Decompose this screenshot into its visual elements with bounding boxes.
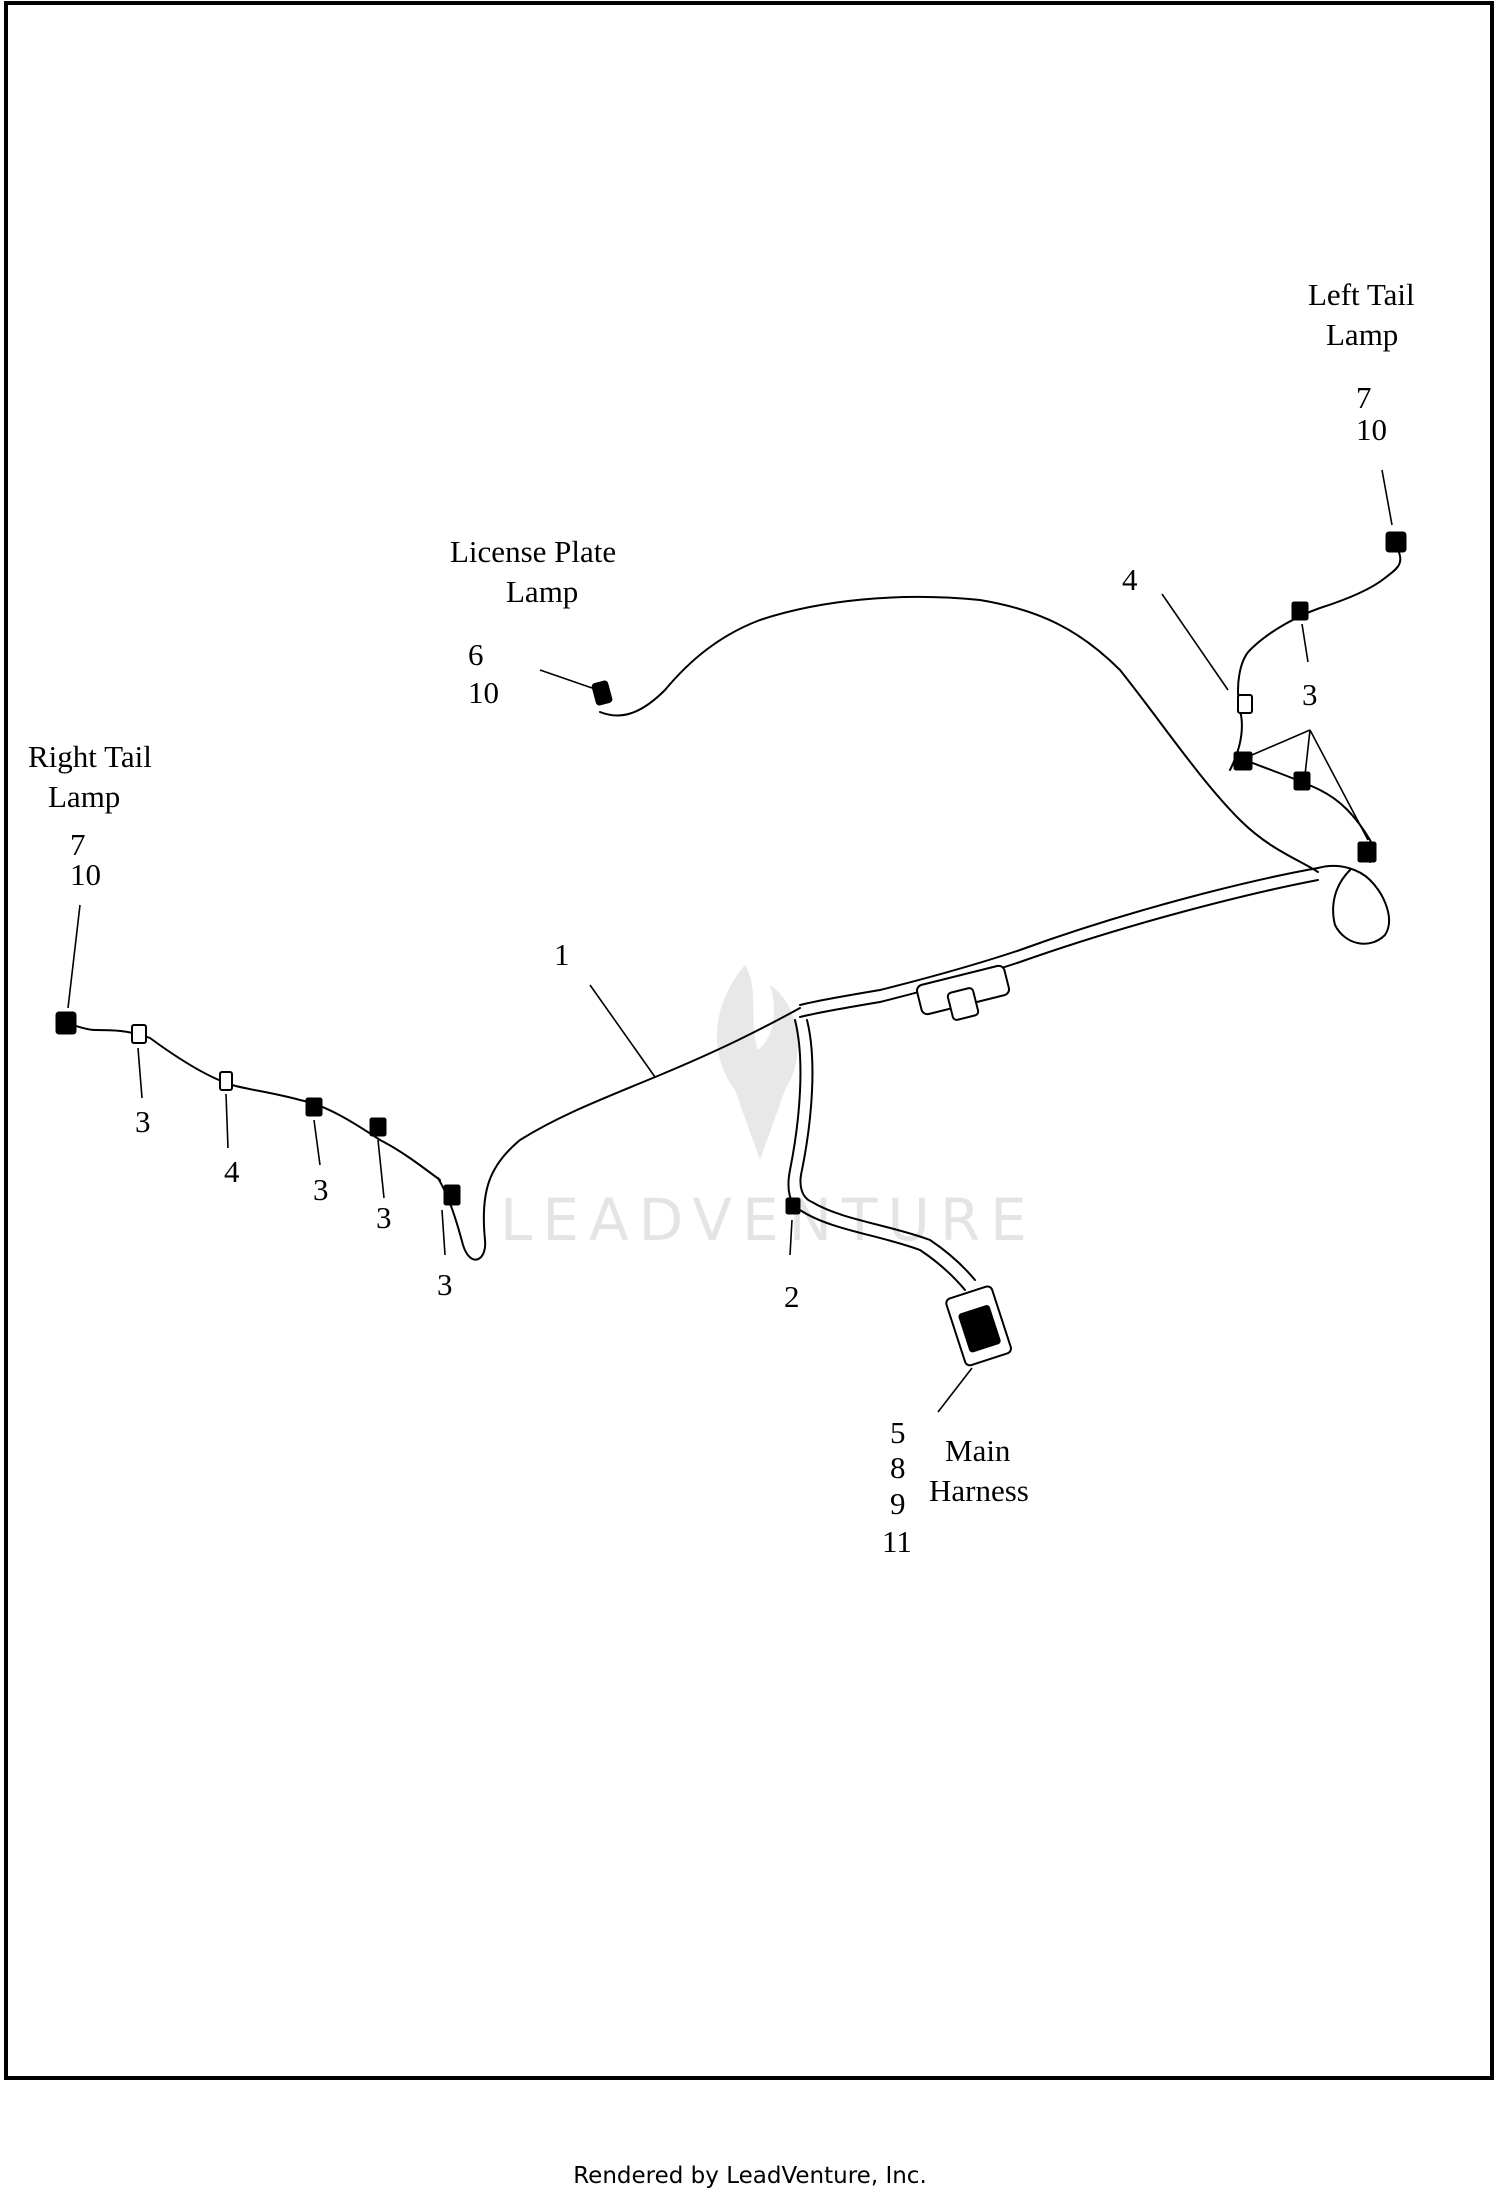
clip-3-icon <box>1293 771 1311 791</box>
callout-3-left-a: 3 <box>135 1104 151 1139</box>
callout-3-right: 3 <box>1302 677 1318 712</box>
license-plate-lamp-connector <box>591 680 613 706</box>
right-tail-part-7: 7 <box>70 827 86 862</box>
right-tail-lamp-label-line2: Lamp <box>48 779 120 814</box>
junction-clip <box>946 987 980 1021</box>
left-tail-lamp-connector <box>1385 531 1407 553</box>
right-tail-lamp-connector <box>55 1011 77 1035</box>
left-tail-lamp-label-line1: Left Tail <box>1308 277 1415 312</box>
main-harness-part-8: 8 <box>890 1450 906 1485</box>
harness-components <box>55 531 1407 1367</box>
right-tail-lamp-label: Right Tail Lamp 7 10 <box>28 739 152 892</box>
watermark-text: LEADVENTURE <box>500 1186 1037 1254</box>
cable-tie-4-icon <box>1237 694 1253 714</box>
license-plate-lamp-label-line1: License Plate <box>450 534 616 569</box>
clip-3-icon <box>131 1024 147 1044</box>
callout-3-left-d: 3 <box>437 1267 453 1302</box>
cable-tie-4-icon <box>219 1071 233 1091</box>
clip-3-icon <box>1291 601 1309 621</box>
callout-2: 2 <box>784 1279 800 1314</box>
left-tail-lamp-label-line2: Lamp <box>1326 317 1398 352</box>
clip-3-icon <box>1357 841 1377 863</box>
clip-3-icon <box>305 1097 323 1117</box>
clip-3-icon <box>1233 751 1253 771</box>
license-plate-lamp-label-line2: Lamp <box>506 574 578 609</box>
main-harness-part-9: 9 <box>890 1486 906 1521</box>
left-tail-part-7: 7 <box>1356 380 1372 415</box>
license-plate-lamp-label: License Plate Lamp 6 10 <box>450 534 616 710</box>
main-harness-part-5: 5 <box>890 1415 906 1450</box>
main-harness-connector <box>945 1285 1012 1367</box>
clip-3-icon <box>369 1117 387 1137</box>
footer-credit: Rendered by LeadVenture, Inc. <box>573 2163 927 2189</box>
clip-3-icon <box>443 1184 461 1206</box>
leader-lines <box>67 469 1393 1413</box>
watermark: LEADVENTURE <box>500 965 1037 1254</box>
callout-4-right: 4 <box>1122 562 1138 597</box>
right-tail-part-10: 10 <box>70 857 101 892</box>
callout-3-left-c: 3 <box>376 1200 392 1235</box>
main-harness-part-11: 11 <box>882 1524 912 1559</box>
harness-wiring <box>64 549 1402 1291</box>
callout-4-left: 4 <box>224 1154 240 1189</box>
license-plate-part-10: 10 <box>468 675 499 710</box>
callout-1: 1 <box>554 937 570 972</box>
main-harness-label-line1: Main <box>945 1433 1011 1468</box>
right-tail-lamp-label-line1: Right Tail <box>28 739 152 774</box>
main-harness-label-line2: Harness <box>929 1473 1029 1508</box>
left-tail-lamp-label: Left Tail Lamp 7 10 <box>1308 277 1415 447</box>
callout-3-left-b: 3 <box>313 1172 329 1207</box>
watermark-logo-icon <box>716 965 798 1160</box>
clip-2-icon <box>785 1197 801 1215</box>
license-plate-part-6: 6 <box>468 637 484 672</box>
left-tail-part-10: 10 <box>1356 412 1387 447</box>
diagram-frame <box>4 1 1494 2080</box>
main-harness-label: 5 8 9 11 Main Harness <box>882 1415 1029 1559</box>
part-callouts: 1 2 4 3 3 4 3 3 3 <box>135 562 1318 1314</box>
